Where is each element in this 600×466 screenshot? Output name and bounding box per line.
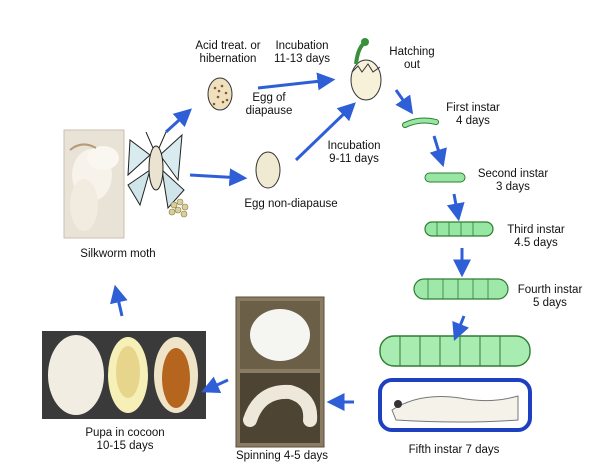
- arrow-second-to-third-instar: [454, 194, 458, 216]
- label-silkworm-moth: Silkworm moth: [64, 248, 172, 261]
- arrow-pupa-to-moth: [116, 290, 122, 316]
- arrow-moth-to-egg-diapause: [166, 112, 188, 132]
- arrow-moth-to-egg-nondiapause: [190, 175, 242, 178]
- label-egg-nondiapause: Egg non-diapause: [234, 198, 348, 211]
- arrow-egg-diapause-to-hatching: [258, 80, 330, 88]
- arrow-hatching-to-first-instar: [396, 90, 410, 110]
- arrow-spinning-to-pupa: [206, 380, 228, 390]
- label-spinning: Spinning 4-5 days: [226, 450, 338, 463]
- arrow-fourth-to-fifth-instar: [456, 316, 464, 336]
- arrow-first-to-second-instar: [434, 136, 442, 162]
- label-fifth-instar: Fifth instar 7 days: [392, 444, 516, 457]
